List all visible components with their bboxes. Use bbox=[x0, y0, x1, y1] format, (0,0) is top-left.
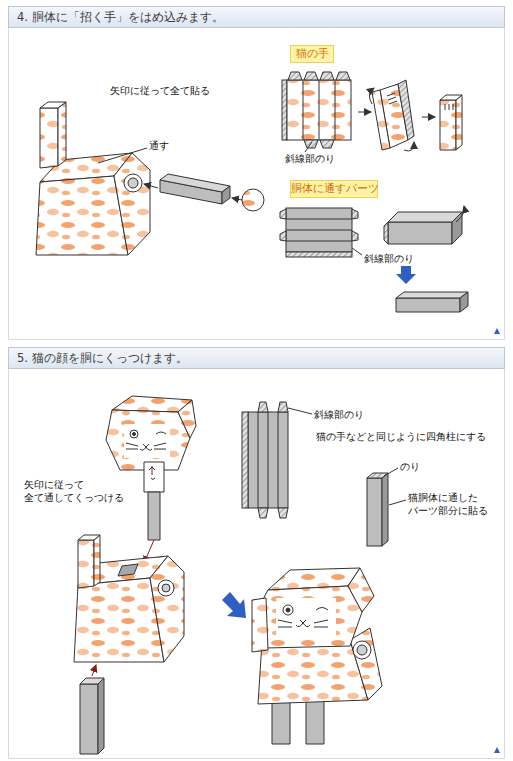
node-text: 猫の手 bbox=[296, 47, 329, 60]
annotation: 斜線部のり bbox=[314, 408, 364, 421]
part-tag: 胴体に通すパーツ bbox=[290, 180, 378, 198]
annotation: 斜線部のり bbox=[364, 252, 414, 265]
annotation: 斜線部のり bbox=[285, 152, 335, 165]
annotation: 矢印に従って全て貼る bbox=[110, 84, 210, 97]
annotation: 猫の手などと同じように四角柱にする bbox=[316, 430, 486, 443]
node-text: 4. 胴体に「招く手」をはめ込みます。 bbox=[17, 10, 224, 24]
node-text: 胴体に通すパーツ bbox=[291, 182, 379, 195]
node-text: 5. 猫の顔を胴にくっつけます。 bbox=[17, 351, 188, 365]
annotation: 通す bbox=[149, 139, 169, 152]
annotation: のり bbox=[400, 460, 420, 473]
section-heading: 5. 猫の顔を胴にくっつけます。 bbox=[8, 347, 505, 369]
section-heading: 4. 胴体に「招く手」をはめ込みます。 bbox=[8, 6, 505, 28]
annotation: 猫胴体に通した パーツ部分に貼る bbox=[408, 491, 500, 517]
part-tag: 猫の手 bbox=[290, 45, 334, 63]
annotation: 矢印に従って 全て通してくっつける bbox=[24, 478, 136, 504]
